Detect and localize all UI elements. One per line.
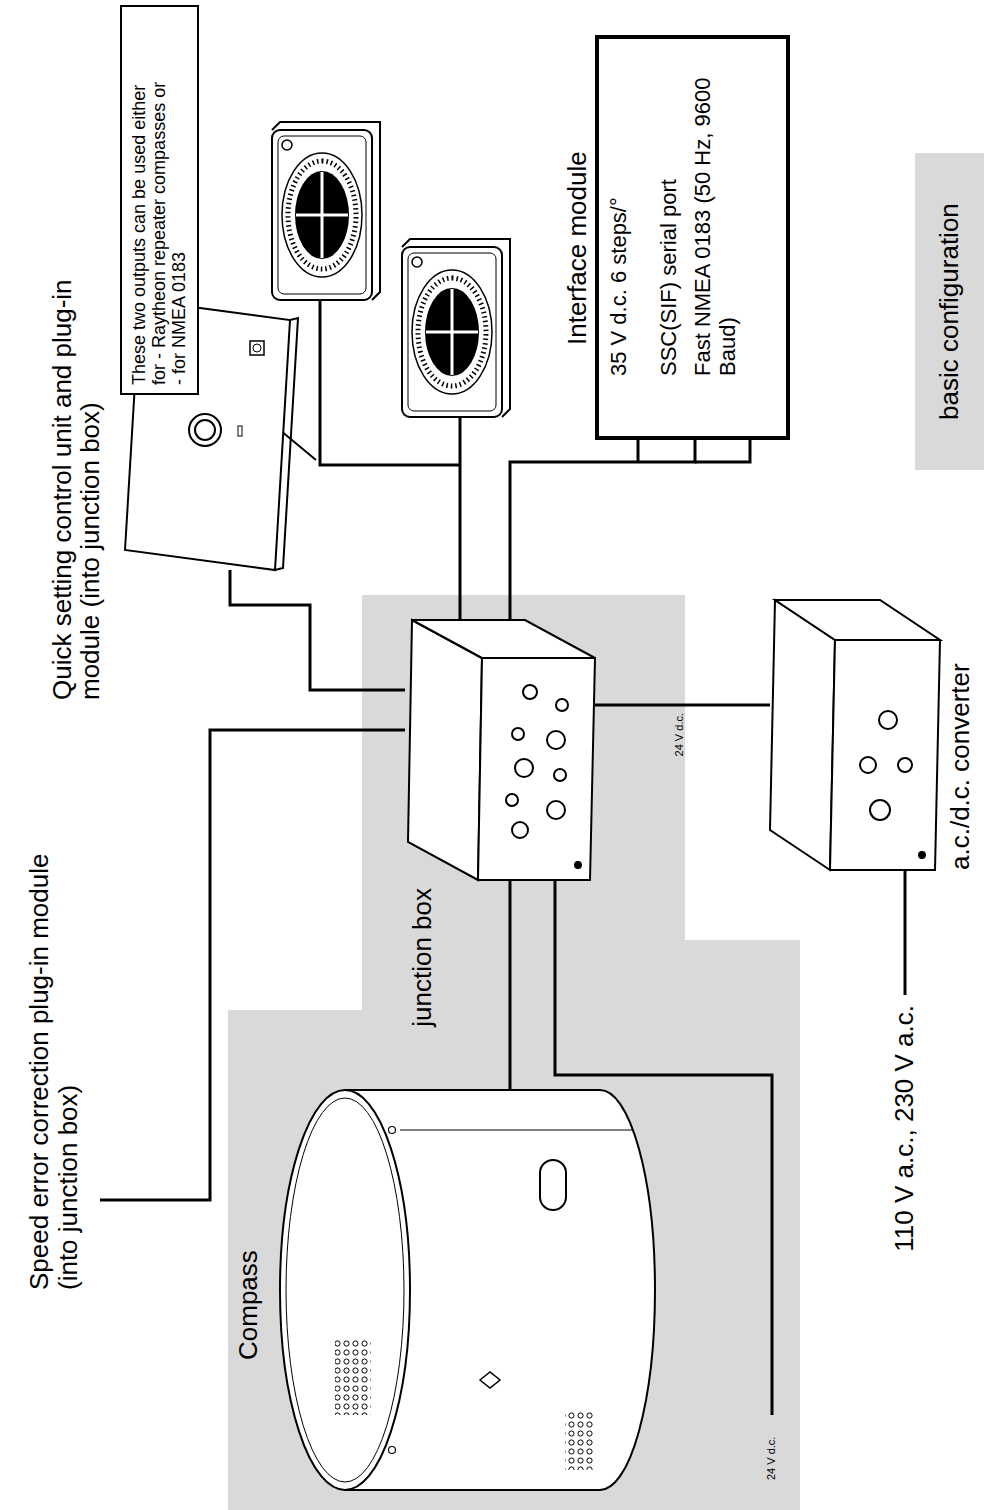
converter-illustration-part (919, 852, 925, 858)
junction-box: junction box (405, 620, 595, 880)
junction-box-illustration-part (412, 620, 595, 658)
converter-illustration-part (775, 600, 940, 640)
junction-box-illustration (408, 620, 595, 880)
compass-illustration (280, 1090, 655, 1490)
signal-name: Fast NMEA 0183 (50 Hz, 9600 Baud) (691, 59, 739, 376)
connector-wire (509, 880, 512, 1090)
control-panel-illustration-part (253, 344, 261, 352)
compass-illustration-part (286, 1098, 404, 1482)
repeater-compass-part (288, 161, 356, 269)
control-panel-illustration-part (275, 318, 298, 570)
wire-part (695, 440, 750, 462)
converter-illustration-part (870, 800, 890, 820)
converter-illustration-part (860, 757, 876, 773)
repeater-compass (272, 122, 380, 300)
junction-box-illustration-part (515, 759, 533, 777)
compass-illustration-part (565, 1410, 595, 1470)
control-panel-illustration-part (189, 414, 221, 446)
unit-label: Quick setting control unit and plug-in m… (48, 260, 105, 700)
unit-label: junction box (408, 888, 437, 1027)
compass-illustration-part (540, 1160, 566, 1210)
signal-name: SSC(SIF) serial port (657, 59, 681, 376)
junction-box-illustration-part (408, 620, 482, 880)
junction-box-illustration-part (512, 728, 524, 740)
unit-label: Compass (234, 1250, 263, 1360)
connector-wire (230, 570, 405, 690)
supply-label: 110 V a.c., 230 V a.c. (890, 1005, 919, 1252)
repeater-compass-part (408, 253, 496, 411)
note-box: These two outputs can be used either for… (120, 5, 199, 395)
connector-wire (595, 704, 770, 707)
config-badge: basic configuration (915, 153, 984, 470)
compass-illustration-part (389, 1447, 396, 1454)
compass-illustration-part (335, 1340, 371, 1415)
repeater-compass-part (272, 122, 380, 300)
wire-part (459, 417, 462, 620)
repeater-compass-part (282, 153, 362, 277)
compass-unit: Compass (230, 1090, 660, 1490)
junction-box-illustration-part (547, 731, 565, 749)
repeater-compass-part (295, 171, 349, 259)
signal-name: 35 V d.c. 6 steps/° (607, 59, 631, 376)
junction-box-illustration-part (556, 699, 568, 711)
repeater-compass-part (278, 136, 366, 294)
converter-illustration-part (830, 640, 940, 870)
wire-part (637, 440, 640, 462)
badge-text: basic configuration (935, 203, 964, 420)
compass-illustration-part (400, 1129, 632, 1130)
module-label: Speed error correction plug-in module (i… (25, 820, 82, 1290)
compass-illustration-part (480, 1372, 500, 1388)
repeater-compass-part (402, 239, 510, 417)
repeater-compass (402, 239, 510, 417)
grey-band (228, 595, 800, 1510)
wire-part (904, 870, 907, 995)
repeater-compass-part (425, 288, 479, 376)
repeater-compass-part (282, 140, 292, 150)
voltage-label: 24 V d.c. (673, 713, 685, 756)
junction-box-illustration-part (506, 794, 518, 806)
junction-box-illustration-part (478, 658, 595, 880)
repeater-compass-part (272, 130, 372, 300)
converter-illustration-part (898, 758, 912, 772)
repeater-compass-part (296, 172, 348, 258)
junction-box-illustration-part (547, 801, 565, 819)
control-panel-illustration-part (238, 426, 242, 436)
junction-box-illustration-part (554, 769, 566, 781)
unit-label: a.c./d.c. converter (946, 663, 975, 870)
module-heading: Interface module (563, 151, 592, 345)
converter-illustration-part (879, 711, 897, 729)
converter-unit: a.c./d.c. converter (770, 600, 940, 870)
repeater-compass-part (418, 278, 486, 386)
junction-box-illustration-part (512, 822, 528, 838)
converter-illustration (770, 600, 940, 870)
junction-box-illustration-part (523, 685, 537, 699)
voltage-label: 24 V d.c. (765, 1437, 777, 1480)
junction-box-illustration-part (575, 862, 581, 868)
compass-illustration-part (389, 1127, 396, 1134)
connector-wire (510, 440, 695, 620)
repeater-compass-part (412, 257, 422, 267)
repeater-compass-part (402, 247, 502, 417)
control-panel-illustration-part (250, 341, 264, 355)
repeater-compass-part (412, 270, 492, 394)
control-panel-illustration-part (195, 420, 215, 440)
note-text: These two outputs can be used either for… (130, 77, 189, 385)
converter-illustration-part (770, 600, 835, 870)
repeater-compass-part (426, 289, 478, 375)
interface-module-box: Interface module35 V d.c. 6 steps/°SSC(S… (595, 35, 790, 440)
compass-illustration-part (280, 1090, 410, 1490)
